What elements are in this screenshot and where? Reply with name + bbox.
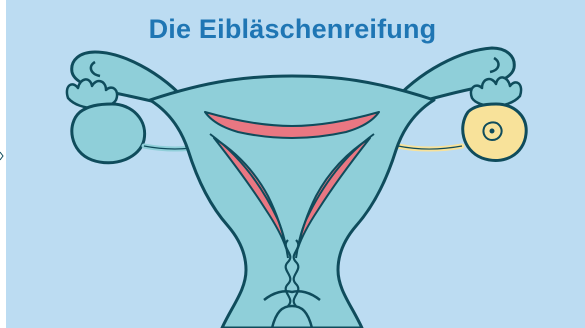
left-ovary xyxy=(72,104,145,163)
diagram-title: Die Eibläschenreifung xyxy=(0,14,585,45)
follicle xyxy=(483,122,501,140)
uterus-body xyxy=(150,76,434,328)
